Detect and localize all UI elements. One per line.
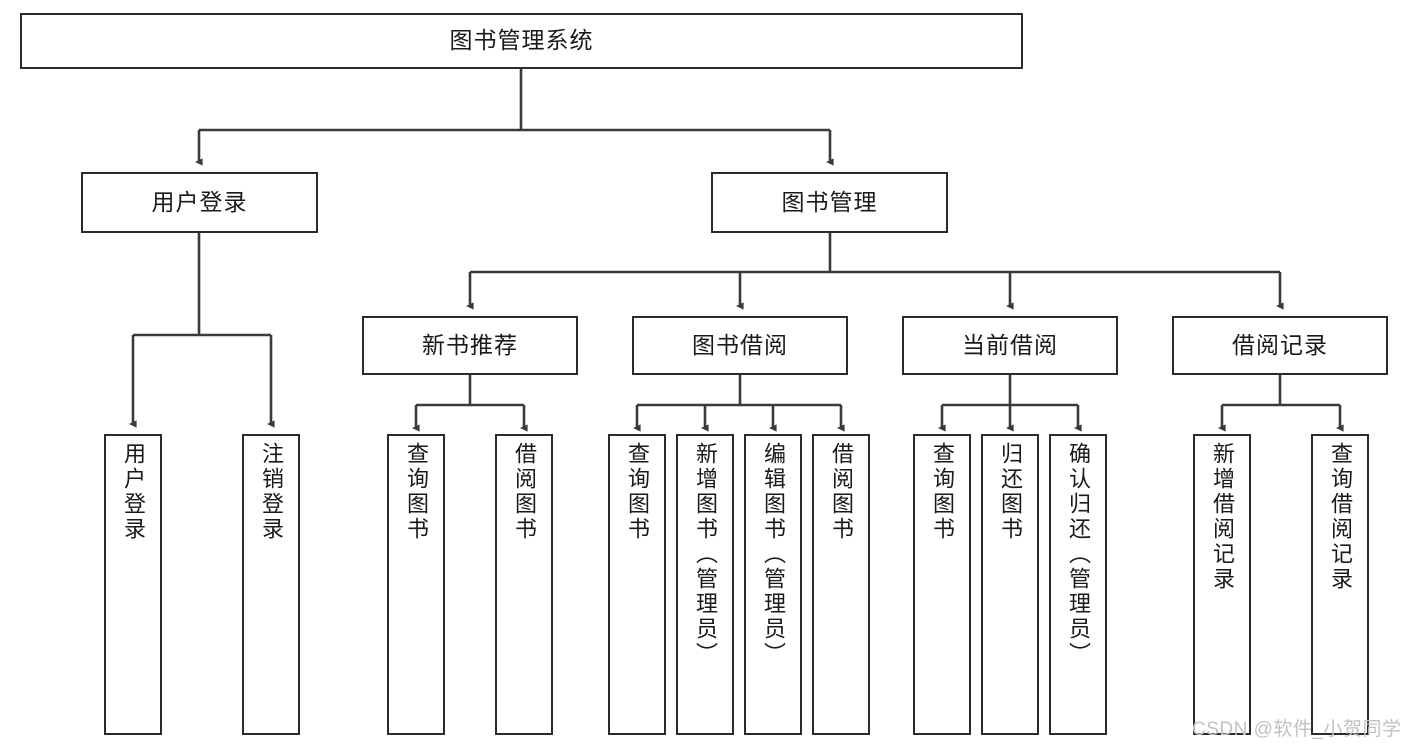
node-label: 图书管理 xyxy=(781,188,878,215)
node-label: 新增图书（管理员） xyxy=(693,442,718,667)
node-label: 编辑图书（管理员） xyxy=(761,442,786,667)
node-leaf-add-book-admin[interactable]: 新增图书（管理员） xyxy=(676,434,734,735)
node-label: 查询借阅记录 xyxy=(1328,442,1353,592)
node-label: 用户登录 xyxy=(121,442,146,542)
node-label: 归还图书 xyxy=(998,442,1023,542)
node-new-book-recommend[interactable]: 新书推荐 xyxy=(362,316,578,375)
node-user-login[interactable]: 用户登录 xyxy=(81,172,318,233)
node-leaf-borrow-book-1[interactable]: 借阅图书 xyxy=(495,434,553,735)
node-label: 图书借阅 xyxy=(692,331,788,358)
node-label: 借阅图书 xyxy=(512,442,537,542)
node-label: 查询图书 xyxy=(930,442,955,542)
node-leaf-edit-book-admin[interactable]: 编辑图书（管理员） xyxy=(744,434,802,735)
node-book-manage[interactable]: 图书管理 xyxy=(711,172,948,233)
node-label: 查询图书 xyxy=(625,442,650,542)
node-leaf-query-book-2[interactable]: 查询图书 xyxy=(608,434,666,735)
node-label: 查询图书 xyxy=(404,442,429,542)
node-leaf-logout-login[interactable]: 注销登录 xyxy=(242,434,300,735)
node-book-borrow[interactable]: 图书借阅 xyxy=(632,316,848,375)
node-leaf-return-book[interactable]: 归还图书 xyxy=(981,434,1039,735)
node-leaf-query-borrow-record[interactable]: 查询借阅记录 xyxy=(1311,434,1369,735)
node-borrow-record[interactable]: 借阅记录 xyxy=(1172,316,1388,375)
node-label: 当前借阅 xyxy=(962,331,1058,358)
node-label: 用户登录 xyxy=(151,188,248,215)
node-leaf-query-book-1[interactable]: 查询图书 xyxy=(387,434,445,735)
node-leaf-query-book-3[interactable]: 查询图书 xyxy=(913,434,971,735)
node-label: 借阅记录 xyxy=(1232,331,1328,358)
node-label: 借阅图书 xyxy=(829,442,854,542)
node-root-book-management-system[interactable]: 图书管理系统 xyxy=(20,13,1023,69)
node-label: 注销登录 xyxy=(259,442,284,542)
node-leaf-borrow-book-2[interactable]: 借阅图书 xyxy=(812,434,870,735)
node-current-borrow[interactable]: 当前借阅 xyxy=(902,316,1118,375)
node-leaf-add-borrow-record[interactable]: 新增借阅记录 xyxy=(1193,434,1251,735)
node-label: 新增借阅记录 xyxy=(1210,442,1235,592)
node-label: 新书推荐 xyxy=(422,331,518,358)
csdn-watermark: CSDN @软件_小贺同学 xyxy=(1192,719,1402,740)
node-leaf-user-login[interactable]: 用户登录 xyxy=(104,434,162,735)
node-leaf-confirm-return-admin[interactable]: 确认归还（管理员） xyxy=(1049,434,1107,735)
node-label: 图书管理系统 xyxy=(449,27,594,54)
node-label: 确认归还（管理员） xyxy=(1066,442,1091,667)
